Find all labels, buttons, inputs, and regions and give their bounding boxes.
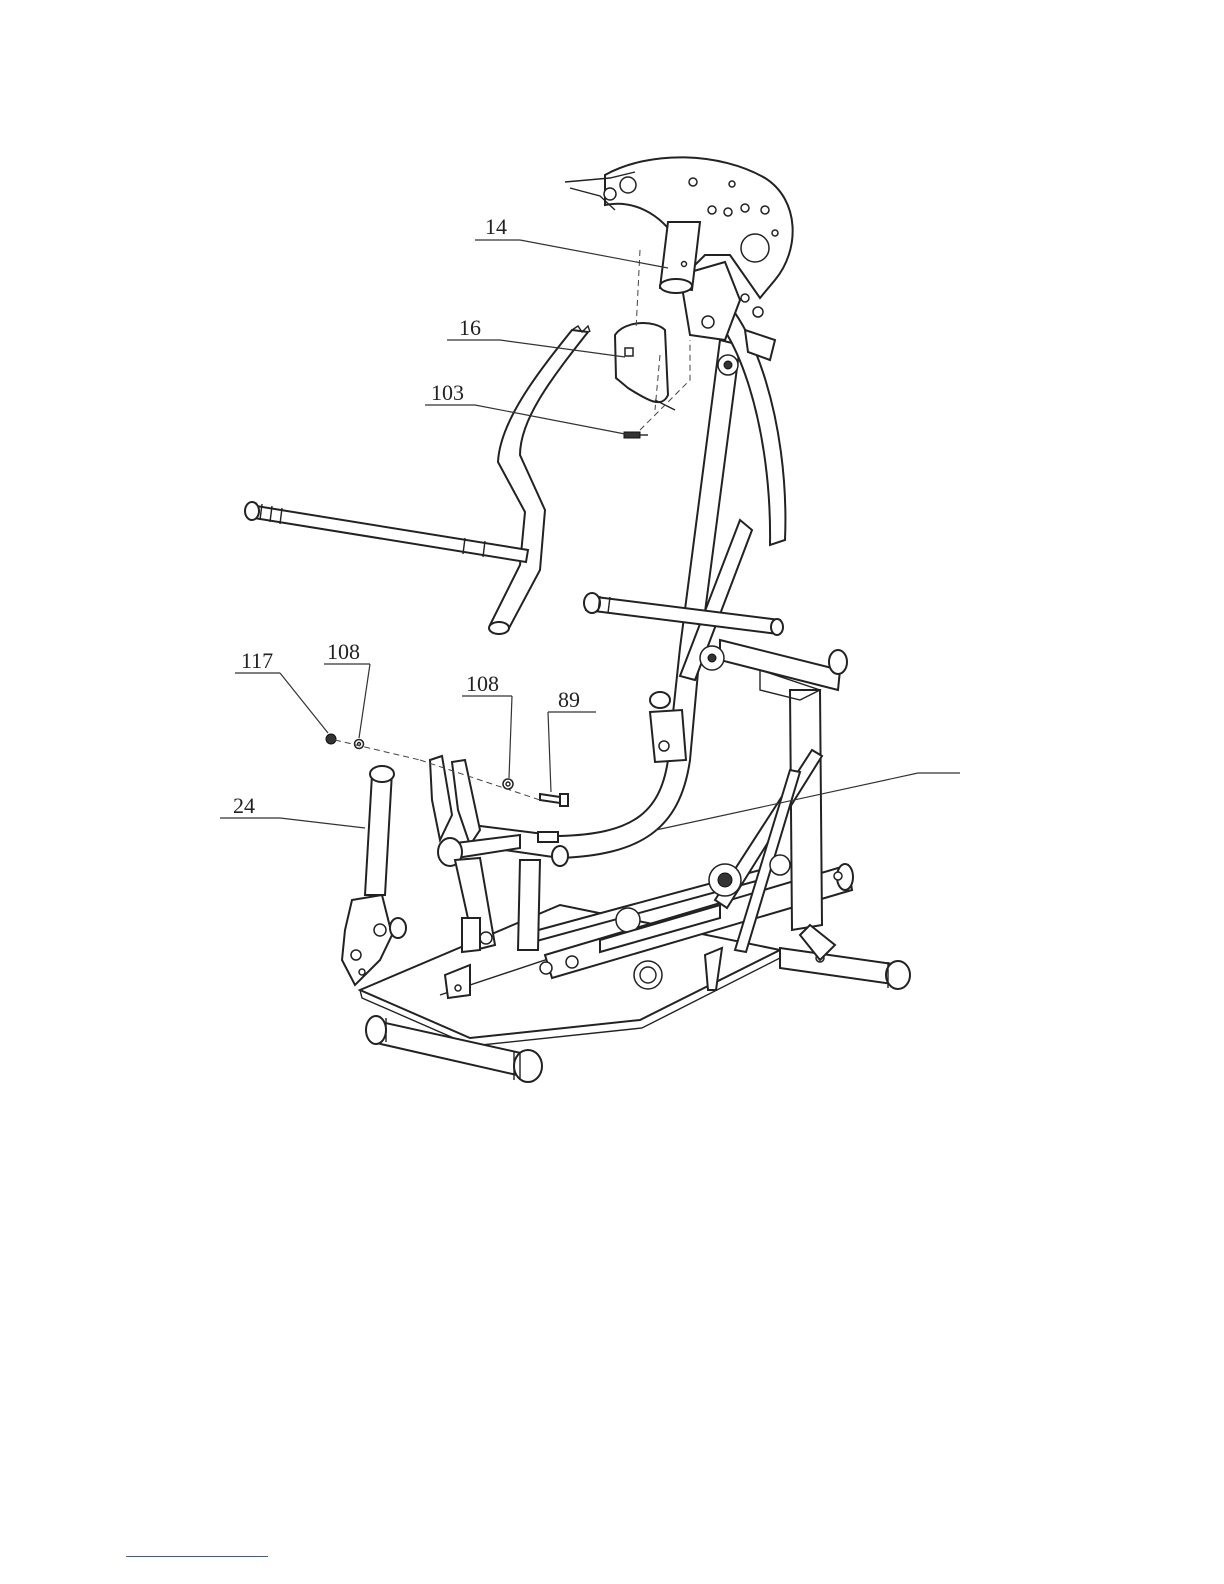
part-16-cover — [615, 323, 675, 410]
part-24-link — [342, 766, 406, 985]
label-part-103: 103 — [431, 380, 464, 405]
label-part-24: 24 — [233, 793, 255, 818]
label-part-89: 89 — [558, 687, 580, 712]
label-part-117: 117 — [241, 648, 273, 673]
hardware-108-washer-left — [355, 740, 364, 749]
part-103-screw — [624, 432, 648, 438]
hardware-117-nut — [326, 734, 336, 744]
label-part-108-right: 108 — [466, 671, 499, 696]
label-part-108-left: 108 — [327, 639, 360, 664]
armrest-tube — [489, 326, 590, 634]
rear-foot-bar — [780, 948, 910, 989]
hardware-89-bolt — [540, 794, 568, 806]
footer-rule — [126, 1556, 268, 1557]
label-part-14: 14 — [485, 214, 507, 239]
long-handle-bar — [245, 502, 528, 562]
label-part-16: 16 — [459, 315, 481, 340]
hardware-108-washer-right — [503, 779, 513, 789]
